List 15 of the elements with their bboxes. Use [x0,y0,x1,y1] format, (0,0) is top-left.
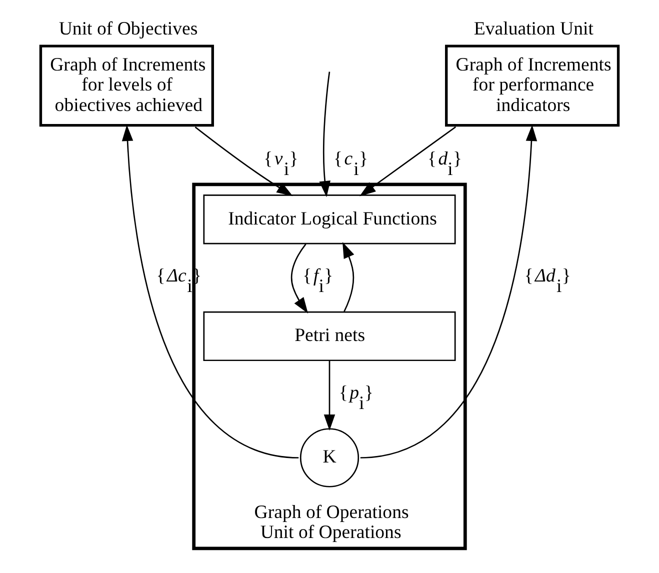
node-circle: K [300,428,360,488]
arrow [324,360,336,431]
node-label: Unit of Objectives [58,18,198,40]
arrow [342,242,354,312]
node-box: Graph of Increments for performance indicators [445,44,620,127]
arrow [290,244,308,314]
arrow [319,72,330,198]
arrow [194,126,293,196]
arrow [360,126,456,196]
arrow [122,124,299,458]
node-box: Graph of Increments for levels of obiectives achieved [39,44,214,127]
arrow [360,124,538,458]
node-box: Petri nets [203,311,456,362]
node-box: Indicator Logical Functions [203,194,456,244]
node-label: Evaluation Unit [474,18,594,40]
